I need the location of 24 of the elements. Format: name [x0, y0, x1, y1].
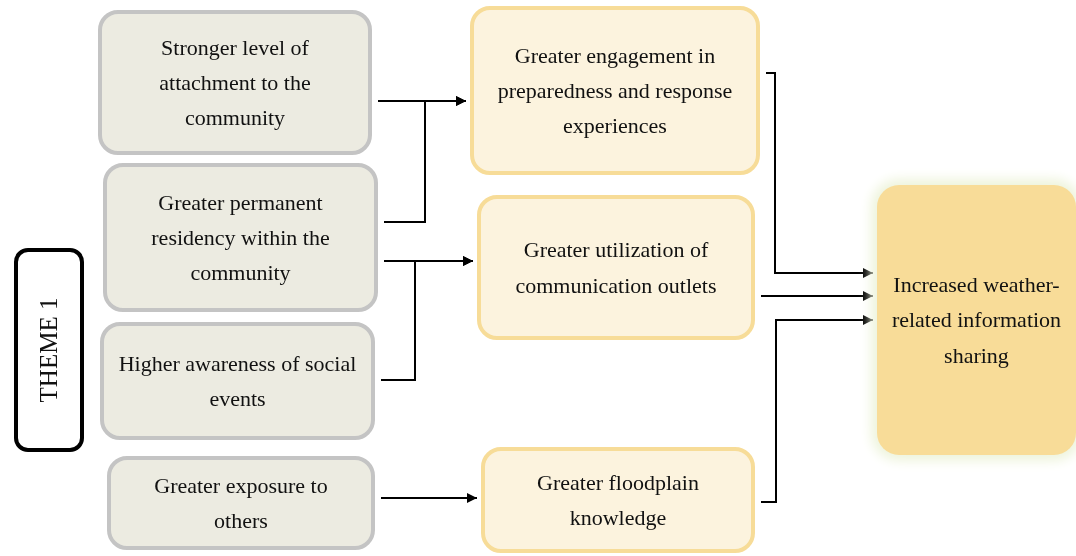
arrow — [765, 72, 874, 278]
node-label: Greater utilization of communication outlets — [514, 236, 718, 300]
outcome-box — [470, 6, 760, 175]
arrow — [760, 291, 874, 301]
theme-label: THEME 1 — [34, 297, 63, 403]
node-label: Greater engagement in preparedness and response experiences — [496, 41, 734, 141]
node-label: Greater floodplain knowledge — [536, 468, 700, 532]
arrow — [380, 493, 478, 503]
factor-box — [103, 163, 378, 312]
factor-box — [100, 322, 375, 440]
arrow — [383, 96, 467, 223]
theme-label-box — [14, 248, 84, 452]
node-label: Higher awareness of social events — [118, 349, 357, 413]
node-label: Greater exposure to others — [153, 471, 329, 535]
arrow — [380, 256, 474, 381]
outcome-box — [481, 447, 755, 553]
outcome-box — [477, 195, 755, 340]
factor-box — [98, 10, 372, 155]
node-label: Greater permanent residency within the community — [150, 188, 331, 288]
node-label: Stronger level of attachment to the community — [158, 33, 312, 133]
result-box — [877, 185, 1076, 455]
arrow — [760, 315, 874, 503]
factor-box — [107, 456, 375, 550]
node-label: Increased weather-related information sharing — [891, 271, 1062, 370]
